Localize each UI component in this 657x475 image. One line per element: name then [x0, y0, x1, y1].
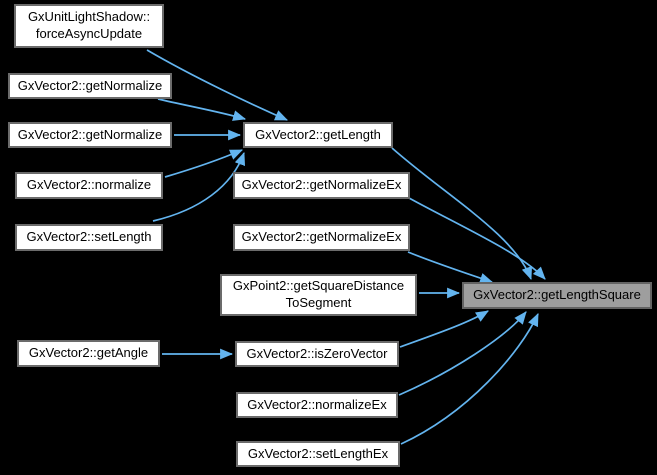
node-label: GxUnitLightShadow::	[27, 9, 151, 25]
node-label: forceAsyncUpdate	[35, 26, 143, 41]
node-normalize[interactable]: GxVector2::normalize	[15, 172, 163, 199]
node-label: GxVector2::normalizeEx	[247, 396, 387, 412]
node-label: GxVector2::setLength	[26, 229, 152, 245]
node-label: GxVector2::isZeroVector	[246, 345, 388, 361]
node-normalize-ex[interactable]: GxVector2::normalizeEx	[236, 392, 398, 418]
node-get-normalize-ex-2[interactable]: GxVector2::getNormalizeEx	[233, 224, 410, 251]
edge-get-normalize-ex-2--get-length-square	[407, 251, 494, 284]
node-label: GxPoint2::getSquareDistance	[232, 278, 405, 294]
node-label: GxVector2::normalize	[26, 177, 152, 193]
node-get-normalize-2[interactable]: GxVector2::getNormalize	[8, 122, 172, 148]
node-label: GxVector2::getNormalize	[17, 126, 163, 142]
node-label: GxVector2::getNormalize	[17, 77, 163, 93]
node-set-length-ex[interactable]: GxVector2::setLengthEx	[236, 441, 400, 467]
edge-normalize--get-length	[164, 149, 243, 178]
node-label: GxVector2::getAngle	[28, 345, 149, 361]
edge-set-length--get-length	[152, 151, 246, 222]
node-label: GxVector2::getNormalizeEx	[241, 177, 402, 193]
edge-normalize-ex--get-length-square	[398, 311, 527, 396]
edge-get-normalize-ex-1--get-length-square	[408, 197, 546, 280]
node-get-length[interactable]: GxVector2::getLength	[243, 122, 393, 148]
node-label: GxVector2::getNormalizeEx	[241, 229, 402, 245]
node-get-angle[interactable]: GxVector2::getAngle	[17, 340, 160, 367]
node-get-length-square: GxVector2::getLengthSquare	[462, 282, 652, 309]
edge-get-length--get-length-square	[391, 147, 533, 281]
node-get-normalize-ex-1[interactable]: GxVector2::getNormalizeEx	[233, 172, 410, 199]
node-label: ToSegment	[285, 295, 352, 310]
edge-is-zero-vector--get-length-square	[399, 310, 489, 348]
node-force-async-update[interactable]: GxUnitLightShadow::forceAsyncUpdate	[14, 4, 164, 48]
node-is-zero-vector[interactable]: GxVector2::isZeroVector	[235, 341, 399, 367]
node-label: GxVector2::getLength	[255, 126, 381, 142]
node-set-length[interactable]: GxVector2::setLength	[15, 224, 163, 251]
edge-force-async-update--get-length	[146, 49, 288, 121]
node-label: GxVector2::setLengthEx	[247, 445, 389, 461]
edge-set-length-ex--get-length-square	[400, 313, 539, 445]
node-get-normalize-1[interactable]: GxVector2::getNormalize	[8, 73, 172, 99]
edge-get-normalize-1--get-length	[157, 98, 247, 121]
node-label: GxVector2::getLengthSquare	[473, 287, 641, 303]
